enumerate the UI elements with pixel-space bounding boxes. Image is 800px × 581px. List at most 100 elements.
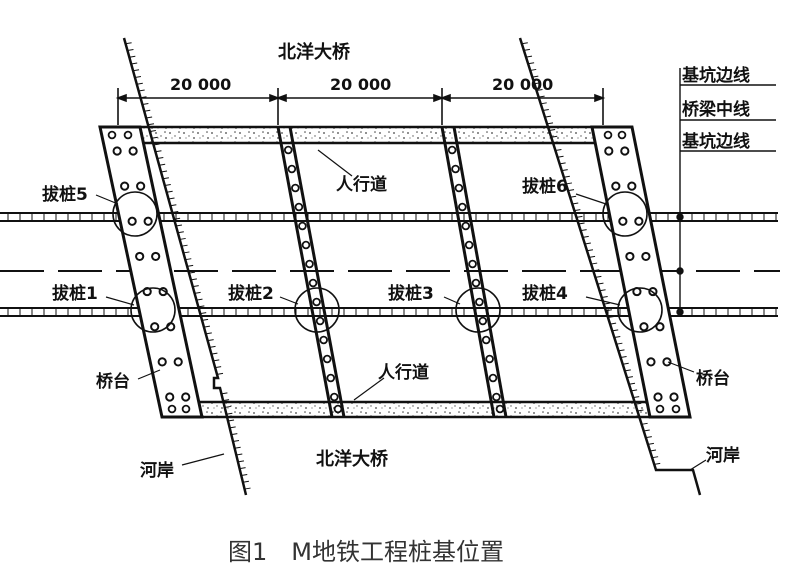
pier-hole	[454, 183, 464, 193]
walkway-hole	[167, 404, 177, 414]
bank-hatch	[226, 412, 233, 415]
bank-hatch	[174, 217, 181, 220]
bank-hatch	[570, 195, 577, 198]
abutment-hole	[646, 357, 656, 367]
bank-hatch	[229, 426, 236, 429]
abutment-hole	[648, 286, 658, 297]
walkway-hole	[603, 130, 613, 140]
walkway-hole	[123, 130, 133, 140]
bank-hatch	[578, 222, 585, 225]
abutment-hole	[150, 322, 160, 332]
bank-hatch	[151, 136, 158, 139]
abutment-left	[98, 125, 204, 419]
pier-hole	[492, 392, 501, 402]
abutment-hole	[128, 146, 138, 156]
abutment-hole	[157, 357, 167, 367]
abutment-hole	[135, 251, 145, 262]
pier-hole	[447, 145, 457, 155]
bank-hatch	[557, 155, 564, 158]
bank-hatch	[129, 55, 136, 58]
walkway-holes	[107, 130, 681, 414]
bank-hatch	[177, 231, 184, 234]
pile-circle-2	[294, 287, 340, 333]
bank-hatch	[565, 182, 573, 185]
bank-hatch	[582, 235, 589, 238]
bank-hatch	[198, 305, 205, 308]
bank-hatch	[127, 49, 134, 52]
abutment-hole	[127, 216, 137, 226]
abutment-hole	[158, 286, 168, 297]
pier-hole	[312, 297, 321, 307]
abutment-right	[590, 125, 692, 419]
abutment-hole	[604, 146, 614, 156]
bank-hatch	[222, 399, 230, 402]
pier-hole	[458, 202, 467, 212]
pier-hole	[488, 373, 498, 383]
walkway-hole	[333, 404, 343, 414]
bank-hatch	[221, 392, 228, 395]
pier-hole	[326, 373, 336, 383]
bank-hatch	[132, 69, 140, 72]
bank-hatch	[188, 271, 196, 274]
bank-hatch	[170, 204, 177, 207]
bank-hatch	[166, 190, 173, 193]
bank-hatch	[162, 177, 169, 180]
bank-hatch	[559, 162, 566, 165]
river-bank-hatching	[125, 42, 661, 490]
bank-hatch	[616, 342, 623, 345]
pier-hole	[478, 316, 488, 326]
bank-hatch	[567, 189, 575, 192]
pier-1	[276, 126, 346, 418]
bank-hatch	[599, 289, 606, 292]
bank-hatch	[540, 102, 547, 105]
abutment-hole	[618, 216, 628, 226]
bank-hatch	[546, 122, 554, 125]
abutment-hole	[173, 357, 183, 367]
dimension-label-2: 20 000	[330, 75, 391, 94]
bank-hatch	[237, 460, 245, 463]
pier-hole	[329, 392, 339, 402]
river-bank-left	[122, 37, 248, 496]
bank-hatch	[142, 103, 149, 105]
bank-hatch	[555, 149, 562, 152]
pile-label-5: 拔桩5	[42, 184, 88, 205]
bank-hatch	[614, 336, 621, 339]
bank-hatch	[605, 309, 612, 312]
bank-hatch	[588, 255, 596, 258]
bank-hatch	[201, 318, 209, 321]
dimension-label-1: 20 000	[170, 75, 231, 94]
abutment-hole	[181, 392, 191, 402]
pier-hole	[298, 221, 307, 231]
bank-hatch	[597, 282, 604, 285]
pier-hole	[475, 297, 484, 307]
bank-hatch	[205, 332, 212, 335]
bridge-name-bottom: 北洋大桥	[316, 448, 389, 470]
bank-hatch	[183, 251, 190, 254]
bank-hatch	[194, 291, 201, 294]
bank-hatch	[631, 389, 638, 392]
bank-hatch	[164, 183, 171, 186]
pier-hole	[283, 145, 293, 155]
bank-hatch	[620, 356, 627, 359]
bank-hatch	[635, 402, 642, 405]
bank-hatch	[574, 209, 581, 212]
pile-label-1: 拔桩1	[52, 283, 98, 304]
pile-label-4: 拔桩4	[522, 283, 568, 304]
bank-label-left: 河岸	[140, 460, 174, 481]
bank-hatch	[144, 109, 151, 112]
bank-hatch	[622, 362, 629, 365]
bank-hatch	[641, 422, 648, 425]
bank-hatch	[553, 142, 560, 145]
bank-hatch	[572, 202, 579, 205]
walkway-label-bottom: 人行道	[378, 362, 429, 383]
abutment-pile-holes	[112, 146, 679, 402]
pier-2	[440, 126, 508, 418]
bank-hatch	[234, 446, 241, 449]
bank-hatch	[645, 436, 652, 439]
abutment-hole	[641, 251, 651, 262]
bank-hatch	[652, 456, 659, 459]
pier-hole	[291, 183, 300, 193]
abutment-hole	[634, 216, 644, 226]
pier-hole	[294, 202, 304, 212]
